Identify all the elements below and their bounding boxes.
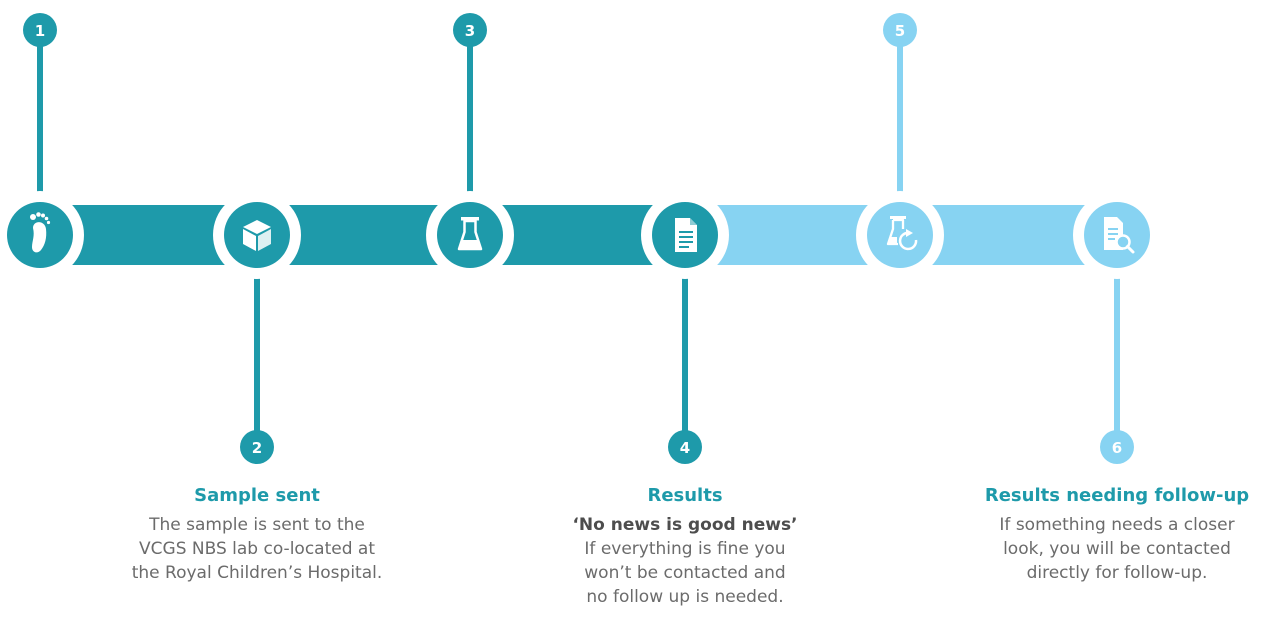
caption-line: The sample is sent to the [149, 515, 365, 535]
step-number: 1 [35, 22, 45, 40]
step-6-node [1073, 191, 1161, 279]
caption-line: look, you will be contacted [1003, 539, 1231, 559]
caption-line: If something needs a closer [999, 515, 1235, 535]
caption-body: If something needs a closer look, you wi… [957, 513, 1277, 585]
step-5: 5 [883, 13, 917, 232]
box-icon [243, 220, 271, 251]
caption-line: If everything is fine you [584, 539, 786, 559]
step-badge [1100, 430, 1134, 464]
step-2-node [213, 191, 301, 279]
step-2: 2 [240, 240, 274, 464]
step-badge [453, 13, 487, 47]
step-badge [883, 13, 917, 47]
caption-line: directly for follow-up. [1026, 563, 1208, 583]
step-number: 3 [465, 22, 475, 40]
step-number: 5 [895, 22, 905, 40]
caption-line: won’t be contacted and [584, 563, 786, 583]
step-badge [668, 430, 702, 464]
step-5-node [856, 191, 944, 279]
step-badge [240, 430, 274, 464]
step-number: 2 [252, 439, 262, 457]
caption-sample-sent: Sample sent The sample is sent to the VC… [97, 483, 417, 585]
step-4-node [641, 191, 729, 279]
caption-title: Results needing follow-up [984, 485, 1250, 506]
step-number: 4 [680, 439, 690, 457]
flask-icon [457, 217, 483, 251]
step-badge [23, 13, 57, 47]
step-3: 3 [453, 13, 487, 232]
step-3-node [426, 191, 514, 279]
step-1-node [0, 191, 84, 279]
step-1: 1 [23, 13, 57, 232]
retest-flask-icon [886, 216, 918, 251]
caption-subtitle: ‘No news is good news’ [572, 515, 798, 535]
caption-follow-up: Results needing follow-up If something n… [957, 483, 1277, 585]
caption-results: Results ‘No news is good news’ If everyt… [525, 483, 845, 609]
caption-line: VCGS NBS lab co-located at [139, 539, 375, 559]
caption-line: no follow up is needed. [586, 587, 784, 607]
step-4: 4 [668, 240, 702, 464]
timeline-bar-dark [40, 205, 720, 265]
step-6: 6 [1100, 240, 1134, 464]
document-icon [675, 218, 697, 252]
footprint-icon [30, 212, 51, 253]
caption-title: Results [647, 485, 723, 506]
caption-title: Sample sent [194, 485, 320, 506]
document-search-icon [1104, 217, 1135, 254]
caption-body: The sample is sent to the VCGS NBS lab c… [97, 513, 417, 585]
caption-body: If everything is fine you won’t be conta… [525, 537, 845, 609]
step-number: 6 [1112, 439, 1122, 457]
caption-line: the Royal Children’s Hospital. [131, 563, 383, 583]
